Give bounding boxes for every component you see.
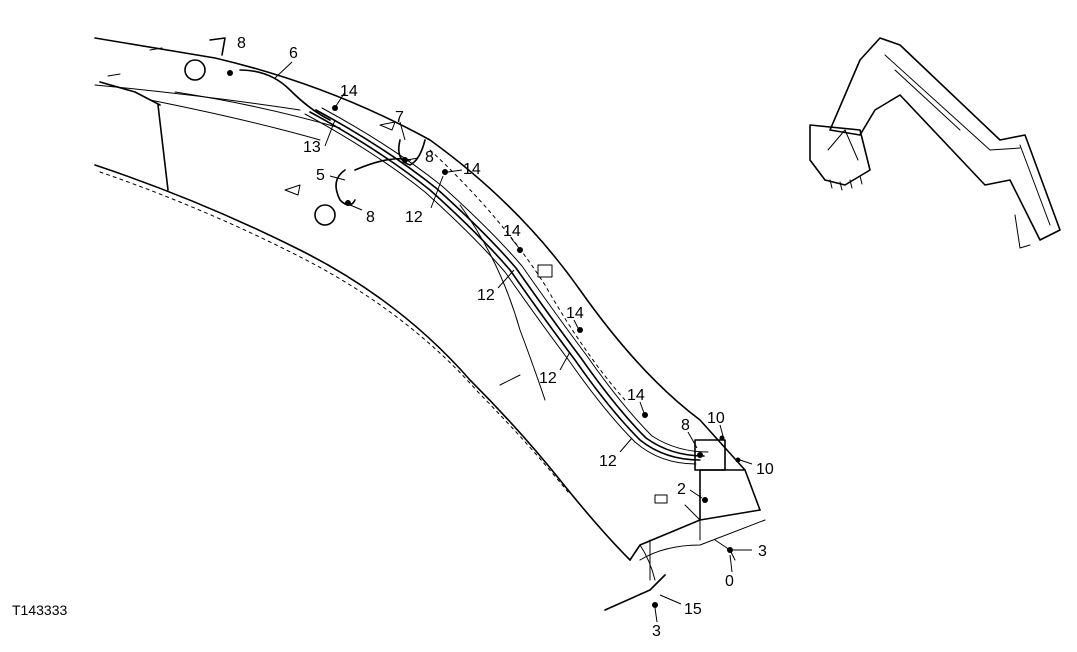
figure-id: T143333 — [12, 602, 68, 618]
callout-8: 8 — [237, 35, 246, 52]
callout-10: 10 — [707, 410, 725, 427]
callout-2: 2 — [677, 481, 686, 498]
callout-6: 6 — [289, 45, 298, 62]
callout-12: 12 — [539, 370, 557, 387]
callout-0: 0 — [725, 573, 734, 590]
callout-14: 14 — [340, 83, 358, 100]
callout-5: 5 — [316, 167, 325, 184]
callout-7: 7 — [395, 109, 404, 126]
block-plate-1 — [537, 264, 553, 278]
callout-12: 12 — [405, 209, 423, 226]
callout-10: 10 — [756, 461, 774, 478]
callout-12: 12 — [477, 287, 495, 304]
callout-14: 14 — [463, 161, 481, 178]
callout-8: 8 — [425, 149, 434, 166]
hose-bundle — [239, 69, 709, 465]
callout-14: 14 — [627, 387, 645, 404]
clamp-top-left — [184, 59, 206, 81]
callout-14: 14 — [503, 223, 521, 240]
callout-15: 15 — [684, 601, 702, 618]
bolt-dots — [227, 70, 741, 608]
callout-3: 3 — [652, 623, 661, 640]
callout-labels: 8 6 14 7 13 8 14 5 8 12 14 12 14 12 14 8… — [237, 35, 774, 640]
manifold-block — [694, 439, 726, 471]
clamp-mid-left — [314, 204, 336, 226]
callout-13: 13 — [303, 139, 321, 156]
callout-8: 8 — [366, 209, 375, 226]
callout-14: 14 — [566, 305, 584, 322]
excavator-inset — [809, 37, 1061, 249]
boom-outline — [94, 37, 766, 611]
block-plate-2 — [654, 494, 668, 504]
callout-3: 3 — [758, 543, 767, 560]
leader-lines — [274, 61, 753, 623]
callout-12: 12 — [599, 453, 617, 470]
fittings — [107, 37, 736, 581]
callout-8: 8 — [681, 417, 690, 434]
